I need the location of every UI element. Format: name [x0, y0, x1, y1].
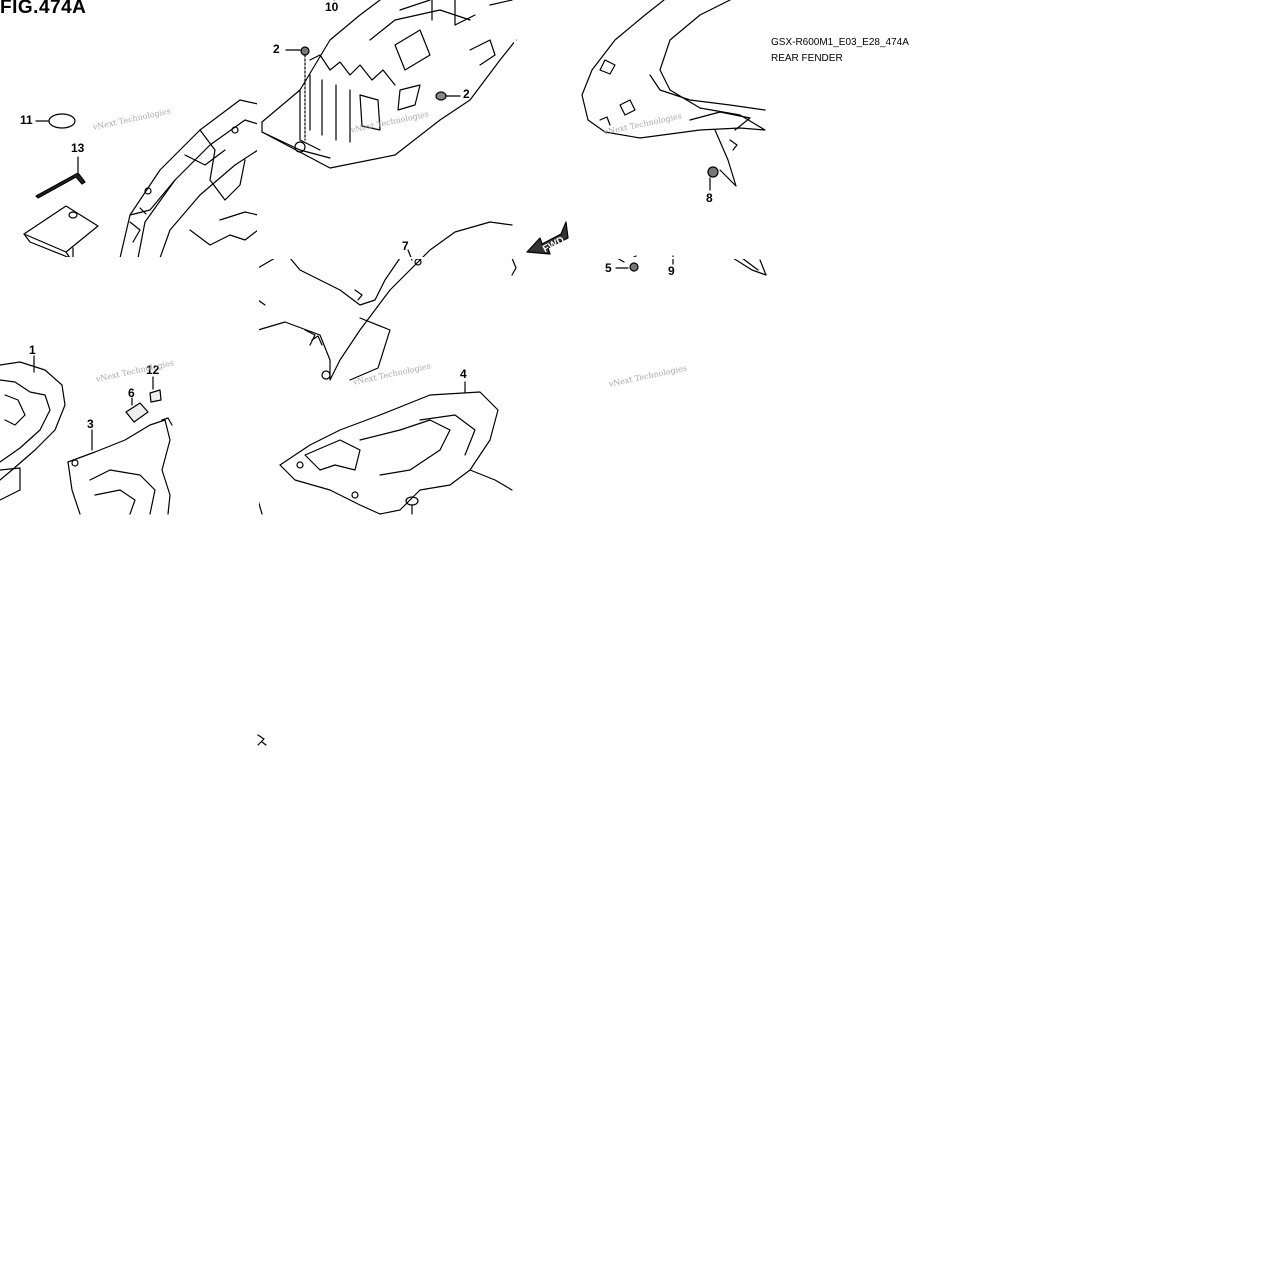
- callout-7: 7: [402, 239, 409, 253]
- fwd-direction-arrow: [526, 221, 569, 255]
- callout-5: 5: [605, 261, 612, 275]
- callout-3: 3: [87, 417, 94, 431]
- fwd-label: FWD: [541, 235, 566, 255]
- seat-tail-part-1: [0, 355, 66, 501]
- allen-wrench-part-13: [35, 156, 86, 199]
- stray-mark: [257, 734, 267, 746]
- o-ring-part-11: [35, 113, 76, 129]
- callout-9: 9: [668, 264, 675, 278]
- tile-seams: [0, 0, 772, 516]
- callout-8: 8: [706, 191, 713, 205]
- callout-13: 13: [71, 141, 85, 155]
- figure-number: FIG.474A: [0, 0, 87, 18]
- callout-11: 11: [20, 113, 33, 127]
- fender-hugger: [581, 0, 766, 187]
- model-code: GSX-R600M1_E03_E28_474A: [771, 37, 909, 48]
- callout-12: 12: [146, 363, 160, 377]
- tool-bag-part: [23, 205, 99, 259]
- pad-parts-6-12: [125, 376, 162, 423]
- fwd-label-svg: FWD: [541, 235, 566, 255]
- callout-10: 10: [325, 0, 339, 14]
- callout-2-bolt: 2: [273, 42, 280, 56]
- undertray-part-10: [261, 0, 517, 169]
- callout-4: 4: [460, 367, 467, 381]
- callout-1: 1: [29, 343, 36, 357]
- rear-frame-sketch: [119, 99, 259, 259]
- bolt-part-2a: [285, 46, 310, 141]
- inner-fender-part-3: [67, 417, 173, 515]
- nut-part-2b: [435, 91, 461, 101]
- section-name: REAR FENDER: [771, 53, 843, 64]
- license-bracket-part-4: [257, 381, 513, 515]
- callout-2-nut: 2: [463, 87, 470, 101]
- screw-part-8: [707, 166, 719, 191]
- rear-fender-part-7: [257, 221, 517, 381]
- callout-6: 6: [128, 386, 135, 400]
